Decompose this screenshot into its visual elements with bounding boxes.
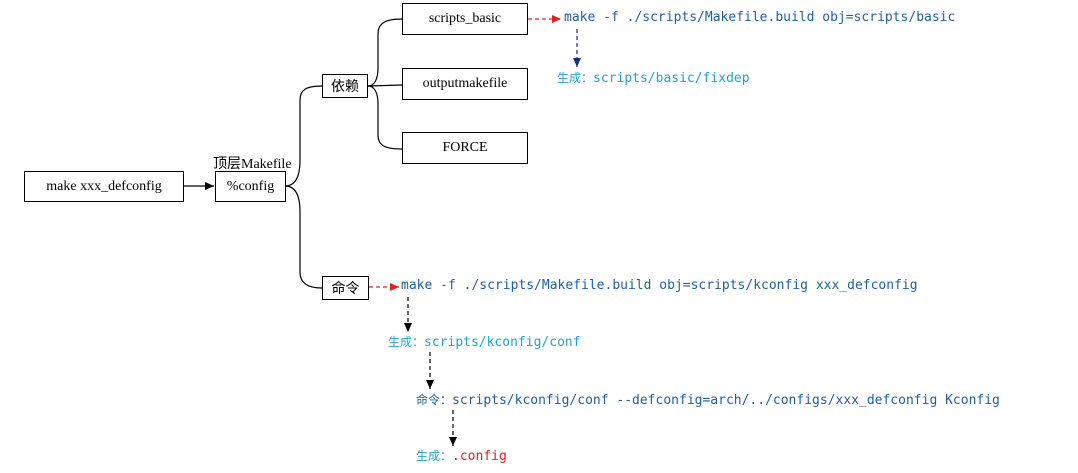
node-force: FORCE	[402, 132, 528, 164]
text-cmd-basic: make -f ./scripts/Makefile.build obj=scr…	[564, 10, 956, 25]
label-top-makefile: 顶层Makefile	[213, 157, 292, 172]
text-gen-fixdep: 生成：scripts/basic/fixdep	[557, 69, 750, 86]
brace-deps-to-force	[367, 85, 403, 150]
text-cmd-kconfig: make -f ./scripts/Makefile.build obj=scr…	[401, 278, 918, 293]
text-gen-prefix-2: 生成：	[388, 335, 425, 349]
brace-config-to-cmds	[284, 185, 323, 289]
node-cmds: 命令	[322, 276, 369, 300]
node-percent-config: %config	[215, 171, 286, 202]
text-gen-prefix-3: 生成：	[416, 449, 453, 463]
line-deps-to-outputmakefile	[367, 84, 403, 87]
node-scripts-basic: scripts_basic	[402, 3, 528, 35]
text-gen-dotconfig: 生成：.config	[416, 447, 507, 464]
text-cmd-conf: 命令：scripts/kconfig/conf --defconfig=arch…	[416, 391, 1000, 408]
node-outputmakefile: outputmakefile	[402, 68, 528, 100]
text-conf-command: scripts/kconfig/conf --defconfig=arch/..…	[452, 393, 1000, 408]
text-gen-prefix-1: 生成：	[557, 71, 594, 85]
text-fixdep: scripts/basic/fixdep	[593, 71, 750, 86]
node-deps: 依赖	[322, 74, 368, 98]
text-gen-conf: 生成：scripts/kconfig/conf	[388, 333, 581, 350]
node-make-defconfig: make xxx_defconfig	[24, 171, 184, 202]
brace-deps-to-scripts-basic	[367, 18, 403, 87]
text-conf: scripts/kconfig/conf	[424, 335, 581, 350]
text-cmd-prefix: 命令：	[416, 393, 453, 407]
text-dotconfig: .config	[452, 449, 507, 464]
brace-config-to-deps	[284, 85, 323, 187]
